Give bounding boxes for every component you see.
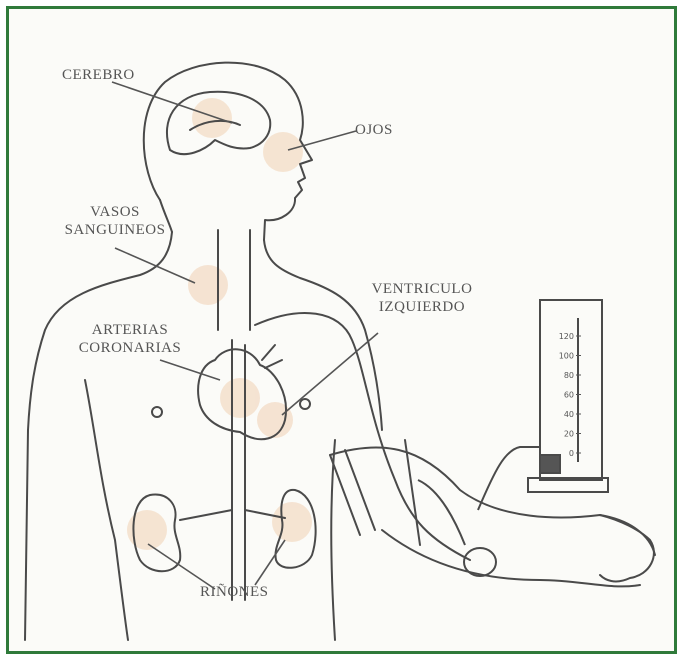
left-torso bbox=[85, 380, 128, 640]
leader-arterias bbox=[160, 360, 220, 380]
bulb-tube bbox=[418, 480, 465, 545]
label-ventriculo-izquierdo: VENTRICULO IZQUIERDO bbox=[362, 280, 482, 316]
label-vasos-line1: VASOS bbox=[60, 203, 170, 221]
label-ventriculo-line2: IZQUIERDO bbox=[362, 298, 482, 316]
label-rinones: RIÑONES bbox=[200, 583, 269, 601]
label-ventriculo-line1: VENTRICULO bbox=[362, 280, 482, 298]
kidney-right-highlight bbox=[272, 502, 312, 542]
scale-label: 0 bbox=[569, 449, 574, 458]
label-cerebro: CEREBRO bbox=[62, 66, 135, 84]
manometer-reservoir bbox=[540, 455, 560, 473]
scale-label: 40 bbox=[564, 410, 574, 419]
neck-vessel-highlight bbox=[188, 265, 228, 305]
brain-highlight bbox=[192, 98, 232, 138]
coronary-branch bbox=[262, 345, 282, 368]
label-vasos-line2: SANGUINEOS bbox=[60, 221, 170, 239]
label-arterias-line2: CORONARIAS bbox=[70, 339, 190, 357]
manometer bbox=[418, 300, 608, 576]
heart-highlight bbox=[220, 378, 260, 418]
eye-highlight bbox=[263, 132, 303, 172]
inflation-bulb bbox=[464, 548, 496, 576]
right-torso bbox=[331, 440, 335, 640]
hand bbox=[600, 515, 654, 581]
scale-label: 120 bbox=[559, 332, 574, 341]
label-ojos: OJOS bbox=[355, 121, 393, 139]
scale-label: 80 bbox=[564, 371, 574, 380]
label-arterias-line1: ARTERIAS bbox=[70, 321, 190, 339]
bp-cuff bbox=[330, 440, 420, 545]
upper-arm-bottom bbox=[382, 530, 640, 586]
label-arterias-coronarias: ARTERIAS CORONARIAS bbox=[70, 321, 190, 357]
upper-arm-top bbox=[330, 447, 655, 555]
ventricle-highlight bbox=[257, 402, 293, 438]
scale-label: 20 bbox=[564, 430, 574, 439]
left-arm bbox=[25, 430, 28, 640]
label-vasos-sanguineos: VASOS SANGUINEOS bbox=[60, 203, 170, 239]
neck-right bbox=[264, 240, 382, 430]
left-nipple bbox=[152, 407, 162, 417]
leader-rinones-right bbox=[255, 540, 285, 585]
right-nipple bbox=[300, 399, 310, 409]
scale-label: 100 bbox=[559, 352, 574, 361]
scale-label: 60 bbox=[564, 391, 574, 400]
